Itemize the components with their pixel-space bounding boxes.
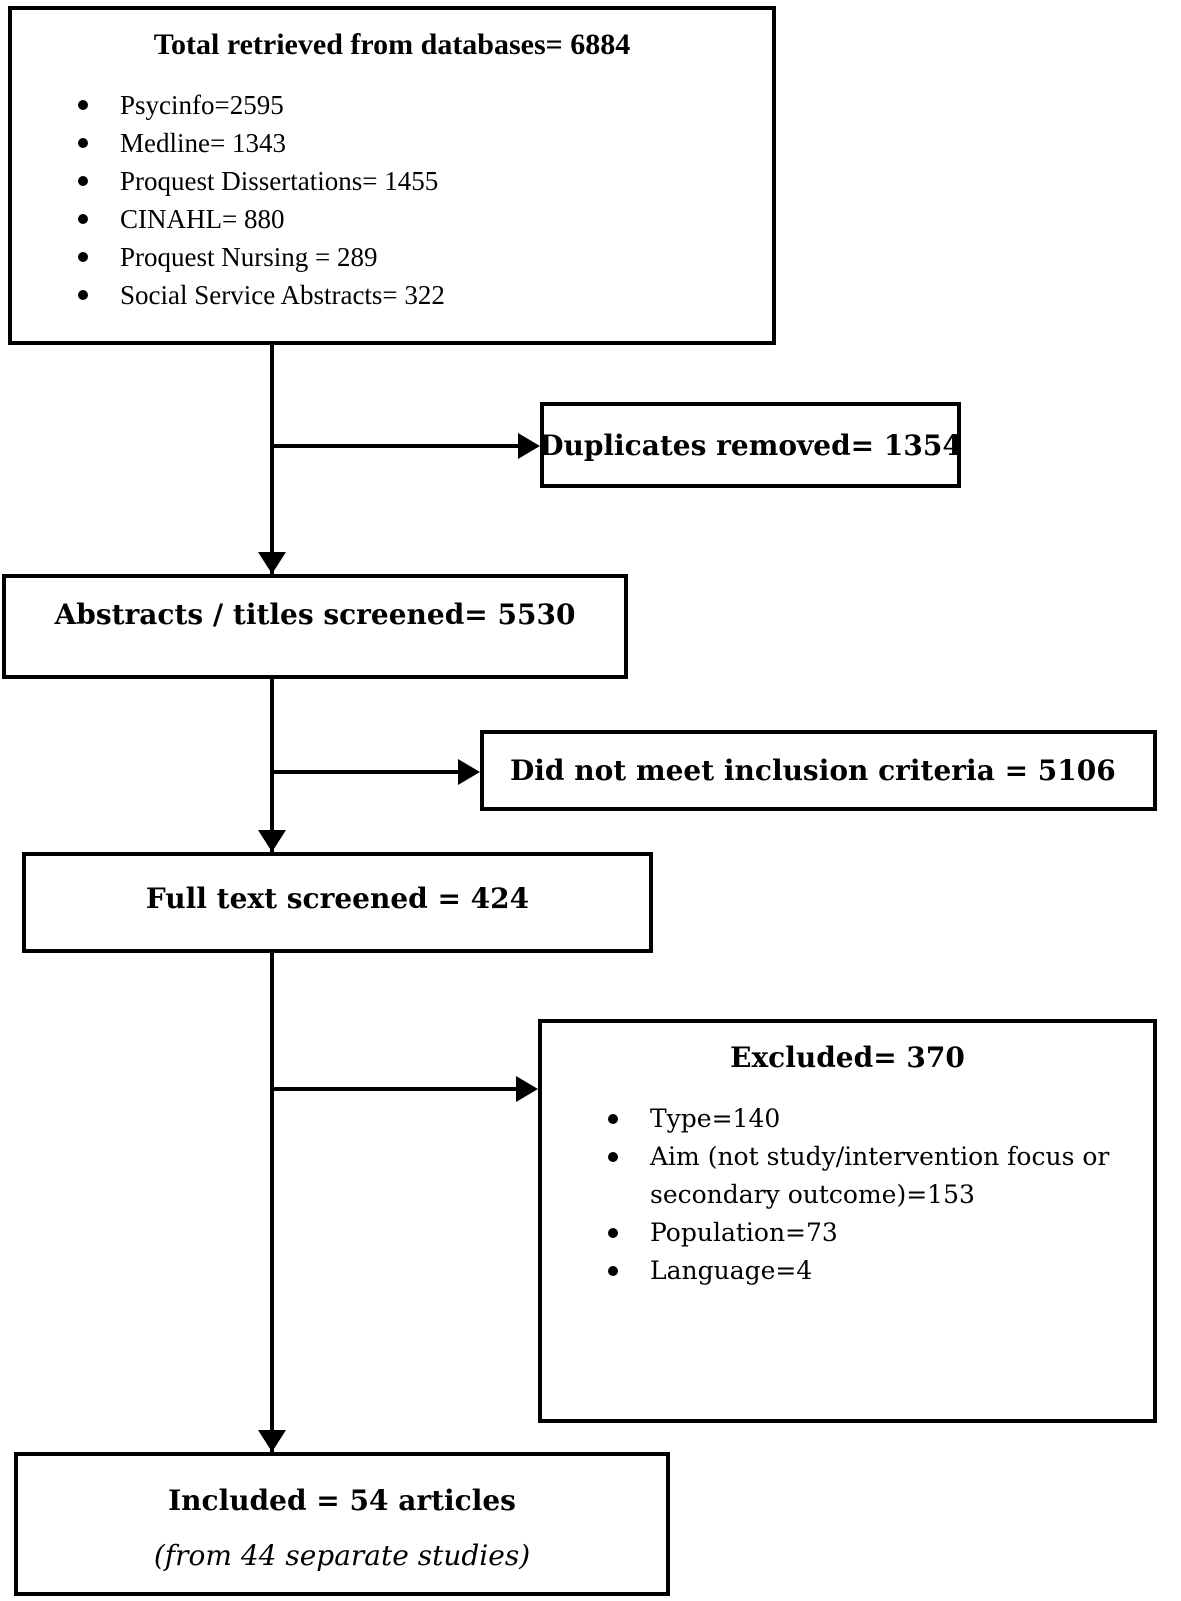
- fulltext-screened-label: Full text screened = 424: [145, 882, 530, 915]
- abstracts-screened-label: Abstracts / titles screened= 5530: [54, 598, 576, 631]
- fulltext-screened-box: Full text screened = 424: [22, 852, 653, 953]
- included-box: Included = 54 articles (from 44 separate…: [14, 1452, 670, 1596]
- connector-branch-excluded: [272, 1087, 518, 1091]
- list-item: Proquest Nursing = 289: [76, 238, 772, 276]
- duplicates-removed-label: Duplicates removed= 1354: [539, 428, 962, 462]
- duplicates-removed-box: Duplicates removed= 1354: [539, 402, 962, 488]
- included-subtitle: (from 44 separate studies): [153, 1539, 531, 1572]
- list-item: Medline= 1343: [76, 124, 772, 162]
- list-item: Social Service Abstracts= 322: [76, 276, 772, 314]
- list-item: Aim (not study/intervention focus or sec…: [606, 1138, 1111, 1214]
- list-item: Psycinfo=2595: [76, 86, 772, 124]
- list-item: Language=4: [606, 1252, 1111, 1290]
- total-retrieved-box: Total retrieved from databases= 6884 Psy…: [8, 6, 776, 345]
- list-item: Proquest Dissertations= 1455: [76, 162, 772, 200]
- arrowhead-right-icon: [516, 1076, 538, 1102]
- abstracts-screened-box: Abstracts / titles screened= 5530: [2, 574, 628, 679]
- included-title: Included = 54 articles: [168, 1484, 516, 1517]
- not-meet-inclusion-box: Did not meet inclusion criteria = 5106: [480, 730, 1157, 811]
- total-retrieved-title: Total retrieved from databases= 6884: [153, 28, 631, 61]
- arrowhead-down-icon: [258, 830, 286, 852]
- arrowhead-down-icon: [258, 1430, 286, 1452]
- list-item: Population=73: [606, 1214, 1111, 1252]
- list-item: CINAHL= 880: [76, 200, 772, 238]
- connector-branch-duplicates: [272, 444, 520, 448]
- arrowhead-right-icon: [458, 759, 480, 785]
- not-meet-inclusion-label: Did not meet inclusion criteria = 5106: [510, 754, 1116, 787]
- arrowhead-down-icon: [258, 552, 286, 574]
- excluded-title: Excluded= 370: [730, 1041, 965, 1074]
- list-item: Type=140: [606, 1100, 1111, 1138]
- arrowhead-right-icon: [518, 433, 540, 459]
- connector-branch-inclusion: [272, 770, 460, 774]
